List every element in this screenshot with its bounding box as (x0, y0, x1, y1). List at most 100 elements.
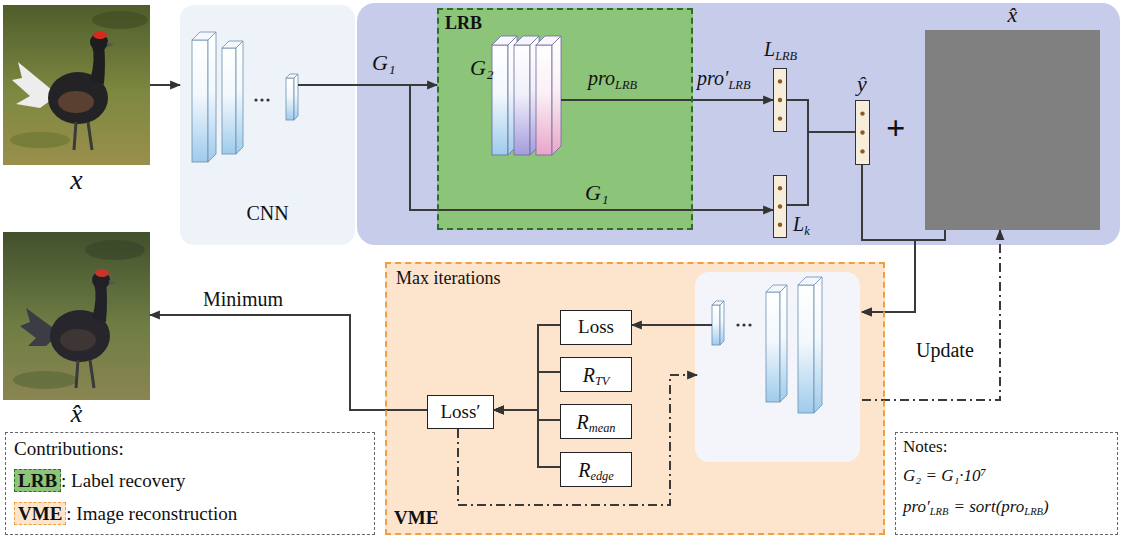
connector (494, 325, 560, 410)
text-part: G₂ (470, 55, 494, 80)
node-text: LRB (445, 13, 482, 35)
math-label: pro′LRB (697, 66, 750, 90)
ellipsis-dots (736, 323, 751, 326)
connector (862, 230, 1000, 400)
feature-wire (695, 324, 712, 326)
math-label: G₁ (372, 50, 396, 76)
math-label: proLRB (588, 66, 637, 90)
figure-part (266, 98, 269, 101)
text-part: ) (1043, 497, 1049, 516)
connector (150, 84, 180, 86)
cnn-panel (180, 5, 355, 245)
text-part: pro′ (697, 67, 728, 89)
vector-bar: ŷ (855, 100, 870, 165)
text-part: L (793, 213, 804, 235)
vector-dots (856, 101, 869, 164)
connector (787, 100, 855, 132)
text-part: LRB (445, 13, 482, 33)
edge-label-text: Update (916, 339, 974, 361)
vector-dots (774, 176, 786, 237)
ellipsis-dots (254, 98, 269, 101)
vector-bar: LLRB (773, 68, 787, 132)
cnn-box: CNN (180, 5, 355, 245)
node-text: Rmean (576, 410, 615, 434)
contributions-box: Contributions:LRB: Label recoveryVME: Im… (5, 432, 375, 535)
node-text: Lk (793, 212, 810, 236)
text-part: x̂ (1008, 2, 1018, 27)
text-part: LRB (1024, 506, 1043, 517)
vector-dot (778, 223, 782, 227)
text-part: ŷ (857, 71, 867, 96)
figure-part (294, 74, 298, 120)
text-part: x̂ (71, 399, 83, 428)
text-part: Max iterations (396, 268, 500, 288)
node-text: pro′LRB= sort(proLRB) (903, 497, 1049, 517)
figure-part (712, 305, 720, 345)
figure-part (514, 45, 530, 155)
vector-dot (860, 111, 864, 115)
figure-part (76, 360, 94, 388)
vme-box: Max iterationsVMELossRTVRmeanRedgeLoss′ (385, 262, 885, 535)
vector-dot (778, 116, 782, 120)
node-text: x̂ (3, 398, 150, 429)
text-part: R (583, 364, 595, 386)
node-text: Loss (578, 316, 614, 339)
node-text: VME (394, 507, 438, 530)
lrb-box: LRB (437, 8, 693, 230)
text-part: G₂ = G₁·10⁷ (903, 466, 987, 485)
node-text: x̂ (925, 2, 1100, 28)
node-text: Contributions: (14, 438, 124, 461)
figure-part (552, 36, 561, 155)
vector-dot (778, 98, 782, 102)
connector (693, 99, 773, 101)
figure-part (254, 98, 257, 101)
connector (355, 85, 773, 210)
figure-part (208, 32, 216, 162)
text-part: mean (589, 421, 616, 435)
output-image: x̂ (3, 232, 150, 400)
text-part: Loss (578, 316, 614, 337)
regularizer-box: Redge (560, 452, 632, 487)
vector-dot (860, 130, 864, 134)
figure-part (60, 329, 96, 351)
text-part: R (576, 411, 588, 433)
text-part: LRB (615, 78, 637, 92)
vector-dot (778, 204, 782, 208)
loss-box: Loss′ (427, 395, 494, 429)
figure-part (286, 78, 294, 120)
text-part: pro (588, 67, 615, 89)
math-label: G₂ (470, 55, 494, 81)
connector (494, 410, 560, 420)
text-part: = sort(pro (953, 497, 1024, 516)
figure-part (93, 31, 107, 39)
regularizer-box: Rmean (560, 404, 632, 439)
connector (150, 315, 427, 410)
text-part: Contributions: (14, 438, 124, 459)
input-image: x (3, 5, 150, 165)
vector-dot (778, 186, 782, 190)
edge-label: Minimum (203, 287, 283, 311)
node-text: RTV (583, 363, 610, 387)
figure-part (798, 285, 814, 413)
figure-part (20, 269, 116, 388)
figure-part (766, 292, 780, 402)
feature-maps (712, 277, 822, 413)
figure-part (85, 240, 145, 260)
text-part: pro′ (903, 497, 930, 516)
figure-part (10, 132, 70, 148)
lrb-maps (492, 36, 561, 155)
text-part: TV (595, 374, 609, 388)
node-text: G₂ = G₁·10⁷ (903, 466, 987, 486)
bird-photo (3, 5, 150, 165)
text-part: VME (394, 507, 438, 528)
node-text: LRB: Label recovery (14, 470, 186, 493)
text-part: : Label recovery (61, 470, 185, 491)
vector-dot (778, 79, 782, 83)
figure-part (742, 323, 745, 326)
lrb-fill (437, 8, 693, 230)
reconstructed-photo (3, 232, 150, 400)
contribution-tag: LRB (14, 469, 61, 492)
figure-part (192, 40, 208, 162)
text-part: x (70, 164, 82, 195)
